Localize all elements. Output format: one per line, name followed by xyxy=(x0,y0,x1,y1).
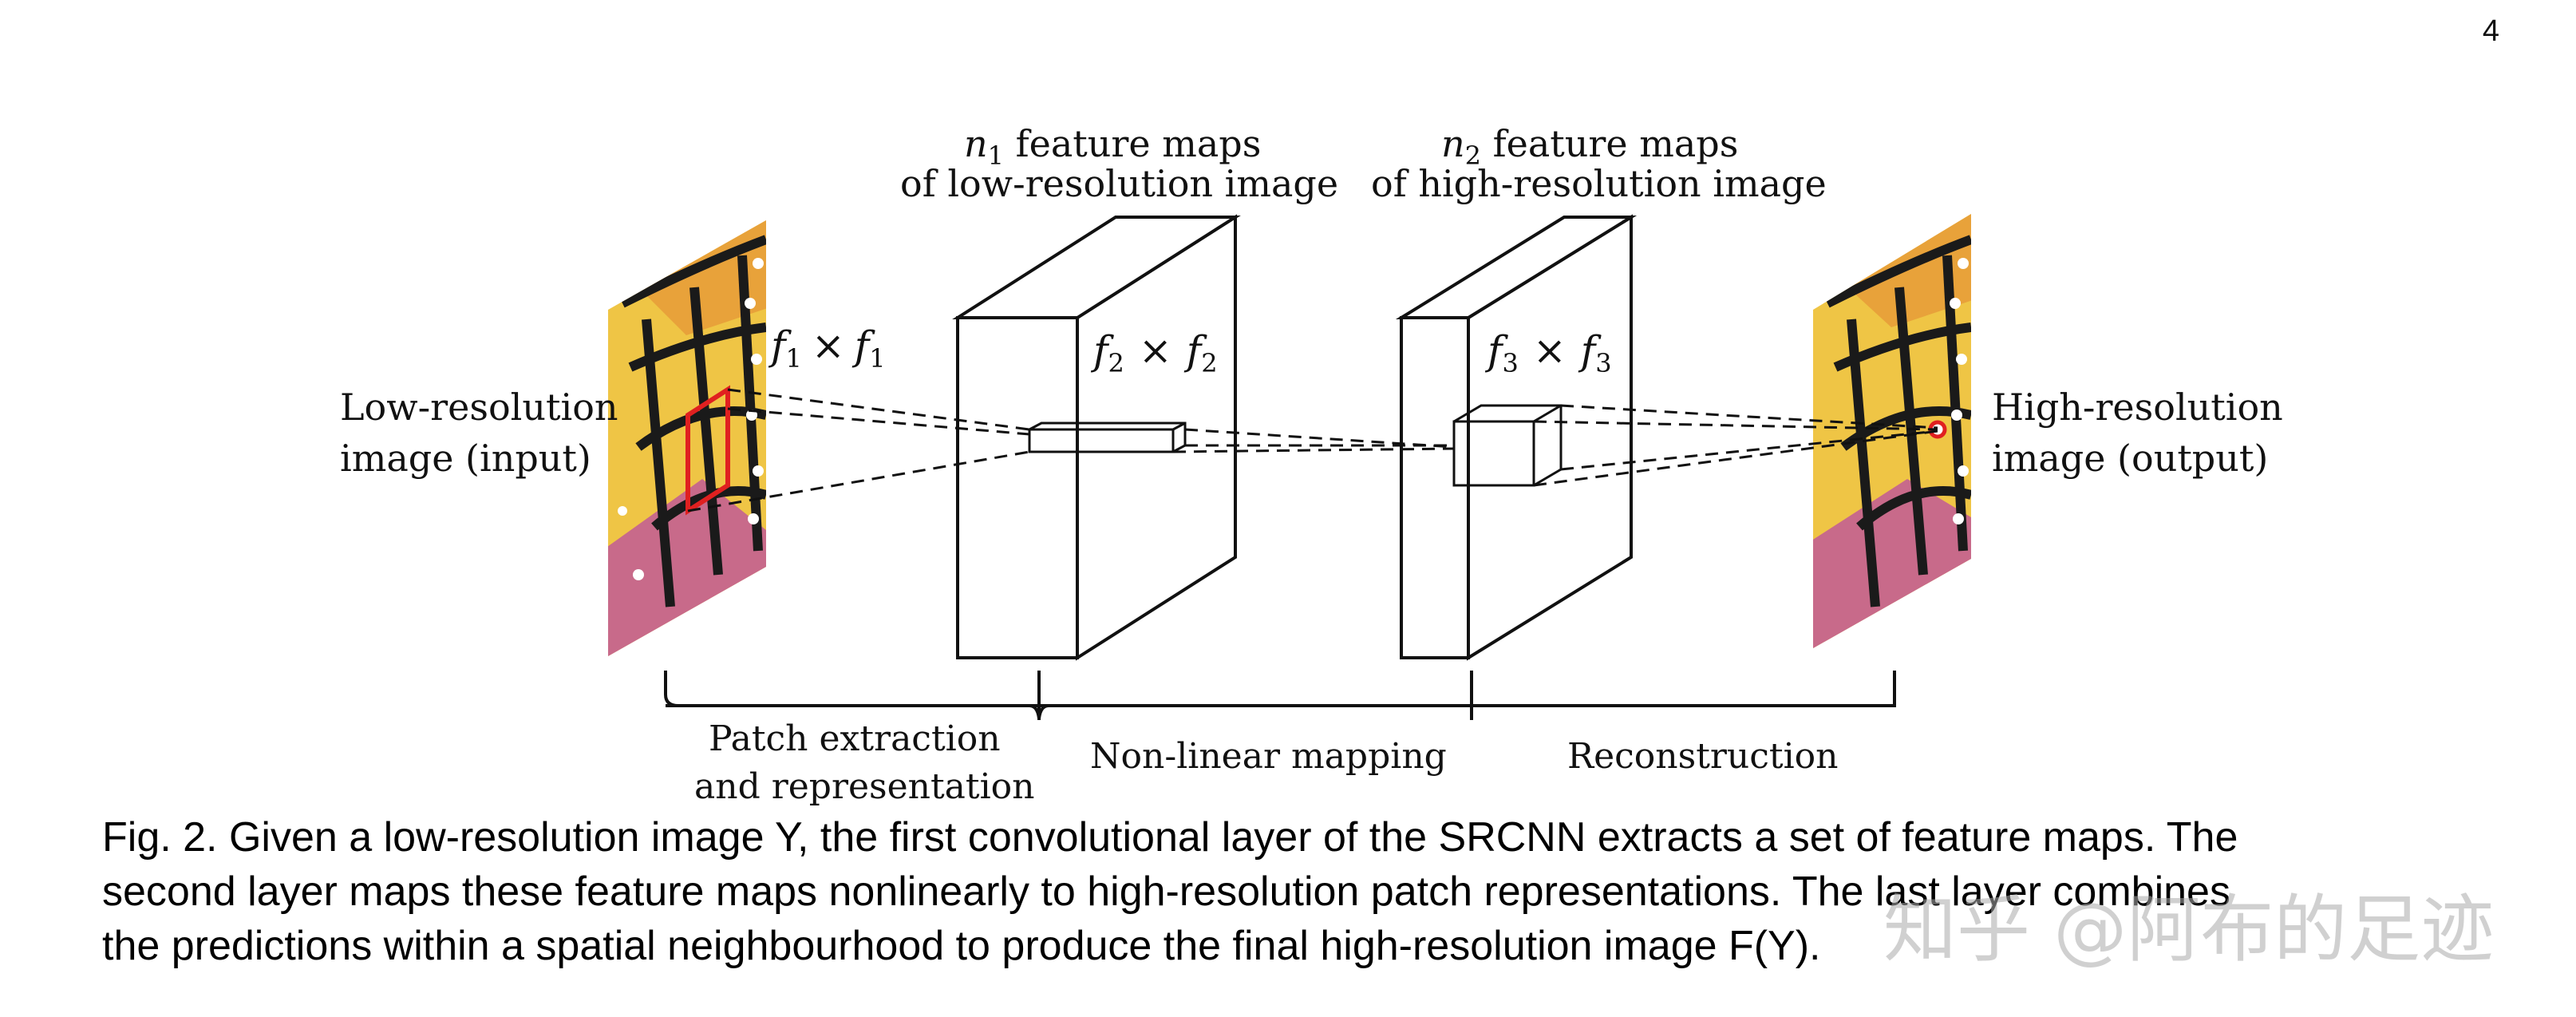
input-label-line2: image (input) xyxy=(340,437,591,480)
stage-braces xyxy=(664,671,1896,720)
stage1-label-line2: and representation xyxy=(694,766,1035,807)
feature-maps-block-2 xyxy=(1395,214,1638,661)
watermark: 知乎 @阿布的足迹 xyxy=(1883,887,2495,972)
n1-title-line2: of low-resolution image xyxy=(900,162,1338,205)
feature-vector-f2 xyxy=(1028,421,1187,453)
projection-lines xyxy=(687,388,1938,512)
output-label-line2: image (output) xyxy=(1992,437,2268,480)
output-label-line1: High-resolution xyxy=(1992,386,2283,429)
filter-f3-label: f3×f3 xyxy=(1484,327,1612,378)
caption-line-2: second layer maps these feature maps non… xyxy=(102,869,2230,915)
n2-title-line2: of high-resolution image xyxy=(1371,162,1827,205)
page-number: 4 xyxy=(2482,14,2499,48)
caption-line-1: Fig. 2. Given a low-resolution image Y, … xyxy=(102,814,2238,861)
stage3-label: Reconstruction xyxy=(1567,736,1839,777)
n1-title-line1: n1 feature maps xyxy=(964,122,1261,171)
feature-maps-block-1 xyxy=(952,214,1241,661)
figure-caption: Fig. 2. Given a low-resolution image Y, … xyxy=(102,810,2488,973)
filter-f1-label: f1×f1 xyxy=(768,323,886,374)
caption-line-3: the predictions within a spatial neighbo… xyxy=(102,923,1821,969)
input-patch xyxy=(685,385,730,516)
n2-title-line1: n2 feature maps xyxy=(1441,122,1738,171)
stage1-label-line1: Patch extraction xyxy=(709,718,1001,759)
stage2-label: Non-linear mapping xyxy=(1090,736,1447,777)
input-label-line1: Low-resolution xyxy=(340,386,618,429)
